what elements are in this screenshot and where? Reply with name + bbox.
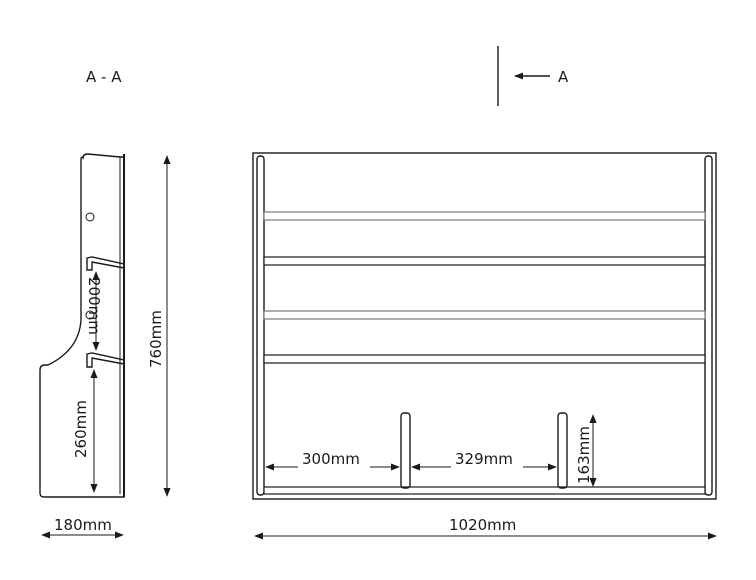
view-marker-label: A	[558, 68, 569, 86]
mounting-hole-icon	[85, 212, 95, 222]
shelf-2	[263, 354, 706, 364]
dim-divider-left: 300mm	[302, 450, 360, 468]
dim-total-width-label: 1020mm	[449, 516, 516, 534]
front-elevation: 300mm 329mm 163mm	[252, 152, 717, 500]
shelf-rail-2	[263, 310, 706, 320]
dim-gap-lower: 260mm	[72, 400, 90, 458]
bottom-shelf	[263, 486, 706, 495]
dim-total-width: 1020mm	[254, 516, 717, 540]
dim-divider-height: 163mm	[575, 426, 593, 484]
shelf-rail-1	[263, 211, 706, 221]
dim-divider-mid: 329mm	[455, 450, 513, 468]
left-post	[256, 155, 265, 496]
shelf-1	[263, 256, 706, 266]
dim-height-label: 760mm	[147, 310, 165, 368]
dim-height: 760mm	[147, 155, 171, 497]
dim-side-width-label: 180mm	[54, 516, 112, 534]
right-post	[704, 155, 713, 496]
slanted-shelf-upper	[86, 256, 125, 271]
side-profile-outline	[39, 153, 125, 498]
section-cut-marker: A	[497, 46, 569, 106]
divider-right	[557, 412, 568, 489]
section-label: A - A	[86, 68, 122, 86]
divider-left	[400, 412, 411, 489]
slanted-shelf-lower	[86, 352, 125, 368]
dim-side-width: 180mm	[41, 516, 124, 539]
dim-gap-upper: 200mm	[85, 277, 103, 335]
front-frame	[252, 152, 717, 500]
side-section-view: 200mm 260mm	[39, 153, 125, 498]
